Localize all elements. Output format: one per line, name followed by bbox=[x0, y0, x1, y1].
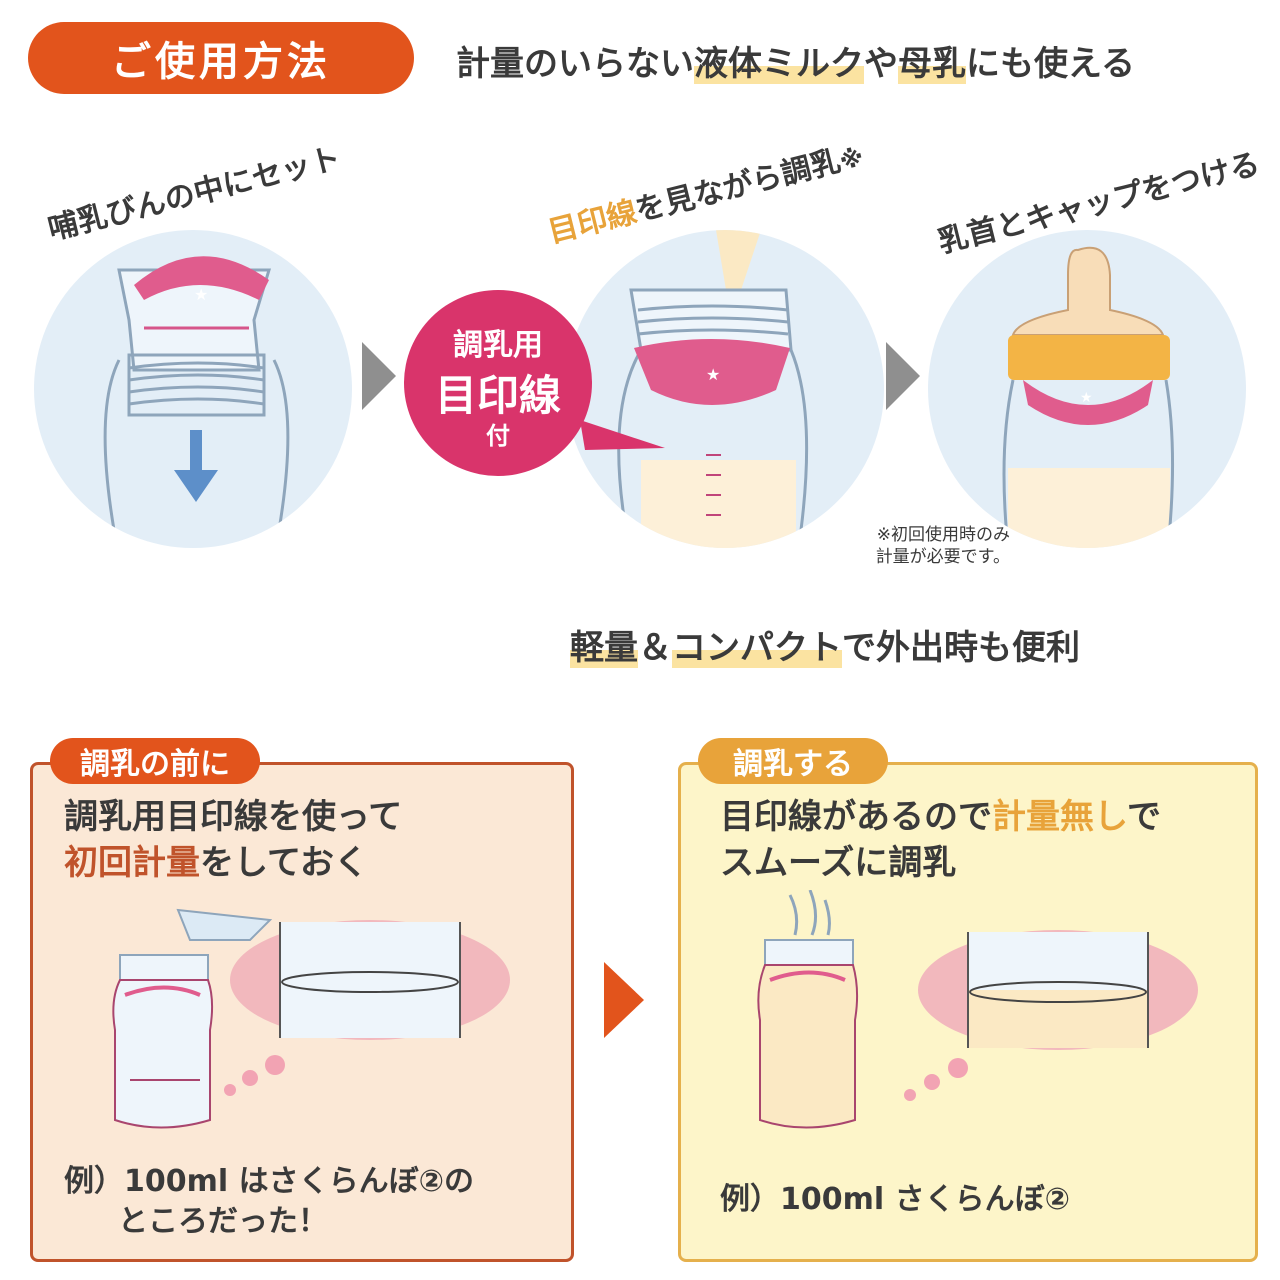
svg-text:★: ★ bbox=[194, 285, 208, 304]
marking-line-badge: 調乳用 目印線 付 bbox=[404, 290, 592, 476]
card-left-highlight: 初回計量 bbox=[64, 843, 200, 883]
headline-highlight-breast-milk: 母乳 bbox=[898, 44, 966, 84]
card-left-illustration bbox=[112, 908, 510, 1129]
page-title: ご使用方法 bbox=[28, 22, 414, 94]
badge-line1: 調乳用 bbox=[453, 328, 543, 363]
step2-label-highlight: 目印線 bbox=[544, 194, 641, 251]
badge-pointer bbox=[580, 420, 665, 450]
card-arrow bbox=[604, 962, 644, 1038]
headline-text: で外出時も便利 bbox=[842, 628, 1080, 668]
card-left-line2: 初回計量をしておく bbox=[64, 840, 368, 886]
svg-text:★: ★ bbox=[1080, 390, 1093, 406]
headline-liquid-milk: 計量のいらない液体ミルクや母乳にも使える bbox=[456, 36, 1135, 85]
step2-illustration: ★ bbox=[566, 230, 884, 548]
card-right-line2: スムーズに調乳 bbox=[720, 843, 957, 883]
step-arrow-1 bbox=[362, 342, 396, 410]
headline-highlight-lightweight: 軽量 bbox=[570, 628, 638, 668]
card-right-example: 例）100ml さくらんぼ② bbox=[720, 1182, 1071, 1217]
headline-text: 計量のいらない bbox=[456, 44, 694, 84]
first-use-note: ※初回使用時のみ 計量が必要です。 bbox=[780, 524, 1010, 568]
card-left-line1: 調乳用目印線を使って bbox=[64, 797, 403, 837]
headline-text: にも使える bbox=[966, 44, 1135, 84]
card-right-line1: 目印線があるので計量無しで bbox=[720, 794, 1161, 840]
card-left-tab: 調乳の前に bbox=[50, 738, 260, 784]
headline-highlight-compact: コンパクト bbox=[672, 628, 842, 668]
step2-label-text: を見ながら調乳 bbox=[631, 143, 845, 229]
step1-illustration: ★ bbox=[34, 230, 352, 548]
badge-line3: 付 bbox=[486, 422, 510, 450]
svg-text:★: ★ bbox=[706, 365, 720, 384]
card-right-tab: 調乳する bbox=[698, 738, 888, 784]
badge-line2: 目印線 bbox=[434, 371, 561, 420]
headline-highlight-liquid-milk: 液体ミルク bbox=[694, 44, 864, 84]
card-right-line1-post: で bbox=[1126, 797, 1161, 837]
card-left-line2-text: をしておく bbox=[200, 843, 368, 883]
note-line2: 計量が必要です。 bbox=[875, 547, 1010, 567]
card-left-example2: ところだった！ bbox=[118, 1204, 328, 1239]
step3-illustration: ★ bbox=[928, 230, 1246, 548]
card-left-example1: 例）100ml はさくらんぼ②の bbox=[64, 1164, 475, 1199]
note-line1: ※初回使用時のみ bbox=[876, 525, 1010, 545]
card-right-line1-text: 目印線があるので bbox=[720, 797, 992, 837]
headline-text: や bbox=[864, 44, 898, 84]
card-right-illustration bbox=[757, 890, 1198, 1129]
step-arrow-2 bbox=[886, 342, 920, 410]
headline-lightweight: 軽量＆コンパクトで外出時も便利 bbox=[570, 620, 1080, 669]
headline-ampersand: ＆ bbox=[638, 628, 672, 668]
card-right-highlight: 計量無し bbox=[992, 797, 1127, 837]
